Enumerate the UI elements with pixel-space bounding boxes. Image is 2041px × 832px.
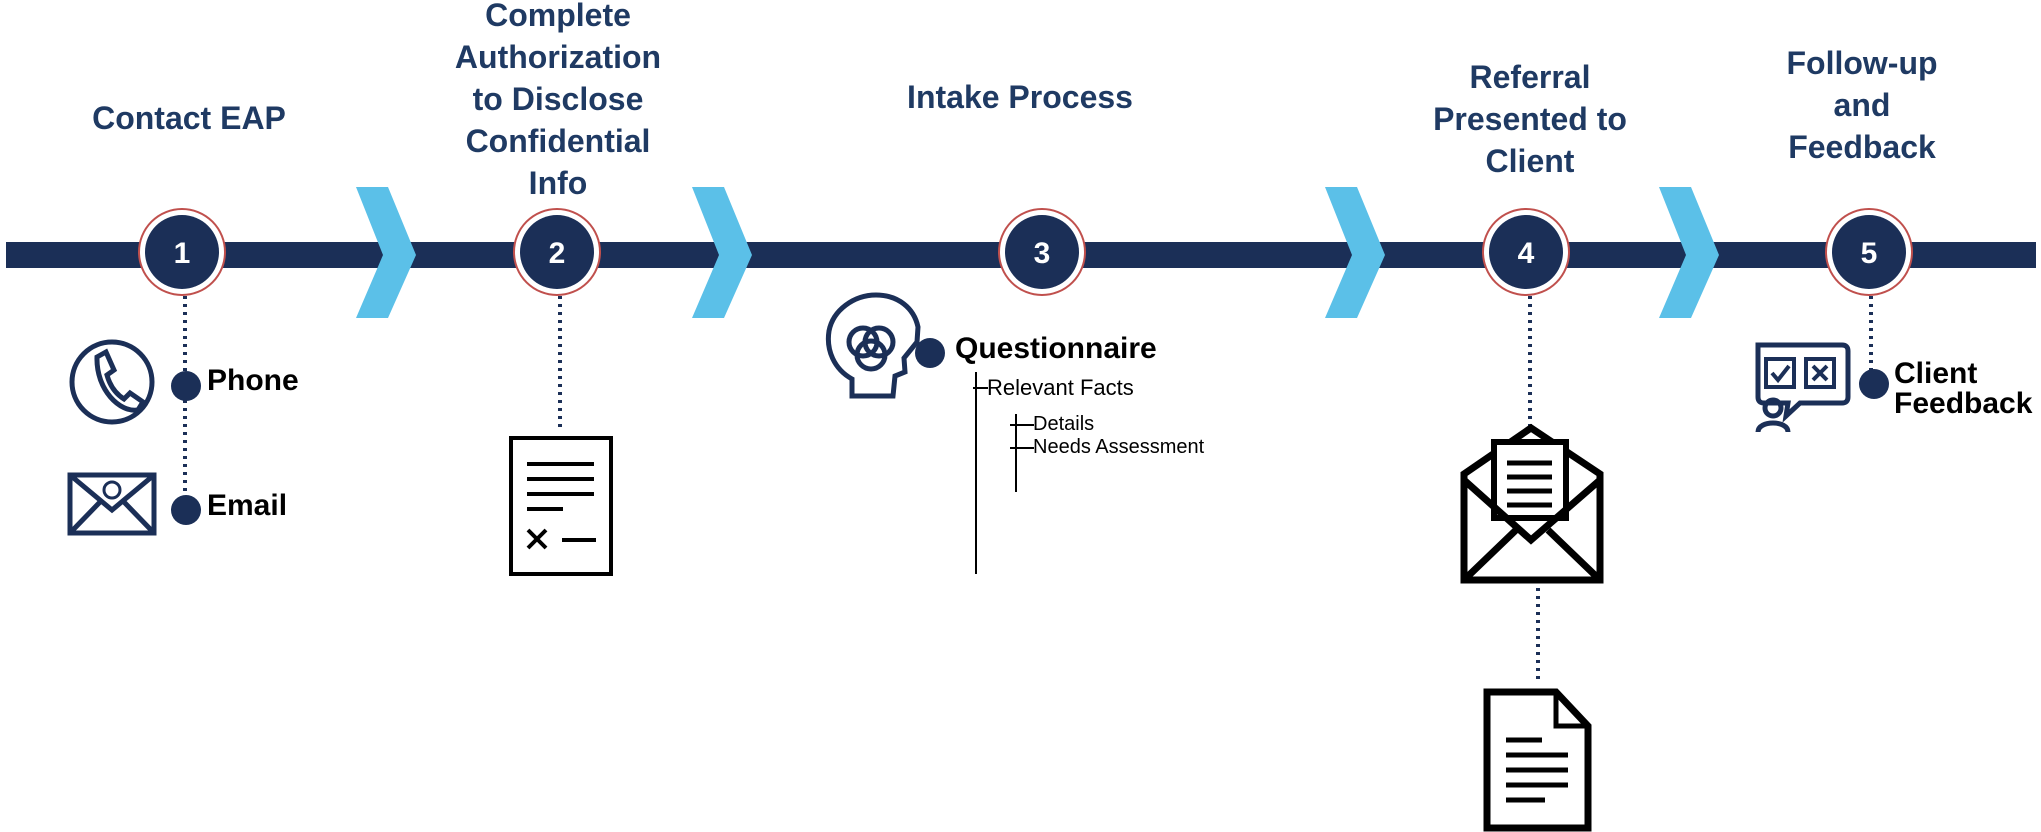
details-label: Details	[1033, 413, 1095, 435]
step-circle-5	[1825, 208, 1913, 296]
step-4-title: Referral Presented to Client	[1433, 59, 1627, 179]
client-feedback-label: Client Feedback	[1894, 357, 2033, 420]
mind-head-icon	[825, 292, 921, 399]
phone-icon	[69, 339, 155, 425]
email-label: Email	[207, 489, 288, 522]
email-icon	[67, 472, 157, 536]
step-number-5: 5	[1861, 237, 1878, 270]
phone-label: Phone	[207, 364, 299, 397]
open-envelope-icon	[1460, 423, 1604, 584]
step-1-title: Contact EAP	[92, 100, 286, 136]
chevron-arrow-3	[1325, 187, 1385, 318]
email-bullet	[171, 495, 201, 525]
step-number-3: 3	[1034, 237, 1051, 270]
feedback-icon	[1755, 342, 1851, 433]
needs-assessment-label: Needs Assessment	[1033, 436, 1205, 458]
intake-tree	[973, 372, 1034, 574]
step-circle-1	[138, 208, 226, 296]
phone-bullet	[171, 371, 201, 401]
document-icon	[1483, 688, 1592, 832]
step-circle-3	[998, 208, 1086, 296]
step-circle-4	[1482, 208, 1570, 296]
chevron-arrow-1	[356, 187, 416, 318]
step-2-title: Complete Authorization to Disclose Confi…	[454, 0, 662, 201]
signature-form-icon	[509, 436, 613, 576]
step-number-1: 1	[174, 237, 191, 270]
chevron-arrow-4	[1659, 187, 1719, 318]
step-3-title: Intake Process	[907, 79, 1133, 115]
questionnaire-label: Questionnaire	[955, 332, 1157, 365]
step-5-title: Follow-up and Feedback	[1786, 45, 1938, 165]
chevron-arrow-2	[692, 187, 752, 318]
feedback-bullet	[1859, 369, 1889, 399]
step-circle-2	[513, 208, 601, 296]
questionnaire-bullet	[915, 338, 945, 368]
step-number-4: 4	[1518, 237, 1535, 270]
step-number-2: 2	[549, 237, 566, 270]
relevant-facts-label: Relevant Facts	[987, 375, 1134, 400]
